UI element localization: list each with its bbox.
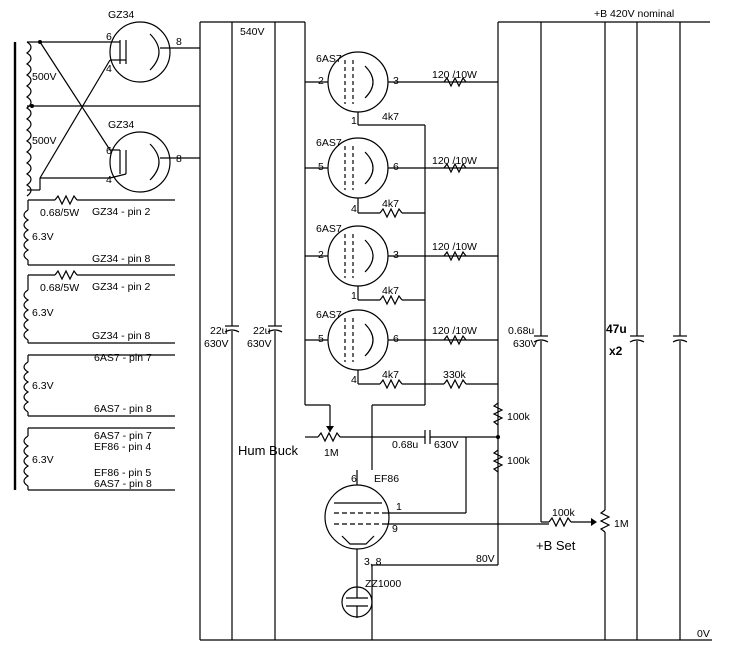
hum-buck-label: Hum Buck: [238, 443, 298, 458]
pass-tube-4-label: 6AS7: [316, 309, 342, 321]
pass-tube-3-grid-res: 4k7: [382, 285, 399, 297]
cap-22u-b: 22u 630V: [247, 22, 283, 640]
cap-22u-a: 22u 630V: [204, 22, 240, 640]
pass-tube-3-pin-1: 1: [351, 290, 357, 302]
b-set-label: +B Set: [536, 538, 576, 553]
tap-gz34-pin2-a: GZ34 - pin 2: [92, 206, 151, 218]
heater-4-voltage: 6.3V: [32, 454, 54, 466]
gz34-bottom-pin8: 8: [176, 153, 182, 165]
hum-buck-pot: Hum Buck 1M: [238, 426, 425, 459]
zener-zz1000: ZZ1000: [341, 565, 401, 640]
pass-tube-2-pin-6: 6: [393, 161, 399, 173]
ef86-label: EF86: [374, 473, 399, 485]
gz34-bottom-label: GZ34: [108, 119, 134, 131]
tap-6as7-pin7-b: 6AS7 - pin 7: [94, 430, 152, 442]
res-330k-label: 330k: [443, 369, 467, 381]
cap-068u: 0.68u 630V: [508, 22, 549, 522]
tap-6as7-pin7-a: 6AS7 - pin 7: [94, 352, 152, 364]
rectifier-gz34-bottom: GZ34 6 4 8: [106, 119, 200, 193]
cap-22u-a-value: 22u: [210, 325, 228, 337]
pass-tube-1: 6AS7 2 3 1 120 /10W 4k7: [305, 51, 498, 127]
pass-tube-2-pin-4: 4: [351, 203, 357, 215]
coupling-cap-voltage: 630V: [434, 439, 459, 451]
gz34-top-pin8: 8: [176, 36, 182, 48]
pass-tube-1-pin-2: 2: [318, 75, 324, 87]
pass-tube-2-pin-5: 5: [318, 161, 324, 173]
pass-tube-2-anode-res: 120 /10W: [432, 155, 477, 167]
tap-gz34-pin2-b: GZ34 - pin 2: [92, 281, 151, 293]
pass-tube-1-anode-res: 120 /10W: [432, 69, 477, 81]
pass-tube-4-anode-res: 120 /10W: [432, 325, 477, 337]
pass-tube-3-pin-2: 2: [318, 249, 324, 261]
cap-47u-count: x2: [609, 344, 623, 358]
rail-bplus-label: +B 420V nominal: [594, 8, 674, 20]
cap-068u-voltage: 630V: [513, 338, 538, 350]
cap-22u-b-voltage: 630V: [247, 338, 272, 350]
pass-tube-1-pin-1: 1: [351, 115, 357, 127]
pass-tube-4: 6AS7 5 6 4 120 /10W 4k7 330k: [305, 309, 498, 390]
heater-3-voltage: 6.3V: [32, 380, 54, 392]
ef86-pin-6: 6: [351, 473, 357, 485]
cap-068u-value: 0.68u: [508, 325, 534, 337]
b-set-pot: 100k 1M +B Set: [536, 22, 629, 640]
gz34-bottom-pin4: 4: [106, 174, 112, 186]
pass-tube-3: 6AS7 2 3 1 120 /10W 4k7: [305, 223, 498, 306]
ef86-pin-1: 1: [396, 501, 402, 513]
pass-tube-2-label: 6AS7: [316, 137, 342, 149]
heater-1-voltage: 6.3V: [32, 231, 54, 243]
cap-22u-b-value: 22u: [253, 325, 271, 337]
divider-res-1: 100k: [507, 411, 531, 423]
tap-ef86-pin4: EF86 - pin 4: [94, 441, 151, 453]
pass-tube-2-grid-res: 4k7: [382, 198, 399, 210]
rail-540v-label: 540V: [240, 26, 265, 38]
gz34-bottom-pin6: 6: [106, 145, 112, 157]
gz34-top-pin4: 4: [106, 63, 112, 75]
gz34-top-label: GZ34: [108, 9, 134, 21]
pass-tube-4-pin-5: 5: [318, 333, 324, 345]
pass-tube-1-pin-3: 3: [393, 75, 399, 87]
pass-tube-2: 6AS7 5 6 4 120 /10W 4k7: [305, 137, 498, 219]
divider-resistors: 100k 100k: [492, 402, 531, 473]
rail-0v-label: 0V: [697, 628, 710, 640]
coupling-cap-value: 0.68u: [392, 439, 418, 451]
tap-ef86-pin5: EF86 - pin 5: [94, 467, 151, 479]
divider-res-2: 100k: [507, 455, 531, 467]
tap-6as7-pin8-b: 6AS7 - pin 8: [94, 478, 152, 490]
b-set-res: 100k: [552, 507, 576, 519]
heater-windings: 0.68/5W GZ34 - pin 2 6.3V GZ34 - pin 8 0…: [23, 194, 175, 491]
hum-buck-pot-value: 1M: [324, 447, 339, 459]
cap-47u-pair: 47u x2: [606, 22, 688, 640]
tap-6as7-pin8-a: 6AS7 - pin 8: [94, 403, 152, 415]
tap-gz34-pin8-b: GZ34 - pin 8: [92, 330, 151, 342]
gz34-top-pin6: 6: [106, 31, 112, 43]
cap-47u-value: 47u: [606, 322, 627, 336]
pass-tube-4-pin-6: 6: [393, 333, 399, 345]
hv-top-label: 500V: [32, 71, 57, 83]
tap-gz34-pin8-a: GZ34 - pin 8: [92, 253, 151, 265]
ef86-pin-9: 9: [392, 523, 398, 535]
zener-label: ZZ1000: [365, 578, 401, 590]
res-heater-2: 0.68/5W: [40, 282, 79, 294]
ef86-tube: EF86 6 1 9 3, 8: [324, 437, 549, 570]
pass-tube-4-grid-res: 4k7: [382, 369, 399, 381]
pass-tube-4-pin-4: 4: [351, 374, 357, 386]
coupling-cap: 0.68u 630V: [392, 430, 498, 451]
hv-bottom-label: 500V: [32, 135, 57, 147]
rails: 540V +B 420V nominal 0V 80V: [199, 8, 712, 641]
cap-22u-a-voltage: 630V: [204, 338, 229, 350]
pass-tube-3-pin-3: 3: [393, 249, 399, 261]
pass-tube-3-anode-res: 120 /10W: [432, 241, 477, 253]
heater-2-voltage: 6.3V: [32, 307, 54, 319]
power-transformer: 500V 500V: [13, 40, 200, 490]
pass-tube-1-grid-res: 4k7: [382, 111, 399, 123]
pass-tube-3-label: 6AS7: [316, 223, 342, 235]
rail-80v-label: 80V: [476, 553, 495, 565]
res-heater-1: 0.68/5W: [40, 207, 79, 219]
b-set-pot-value: 1M: [614, 518, 629, 530]
ef86-pin-38: 3, 8: [364, 556, 382, 568]
rectifier-gz34-top: GZ34 6 4 8: [106, 9, 200, 83]
